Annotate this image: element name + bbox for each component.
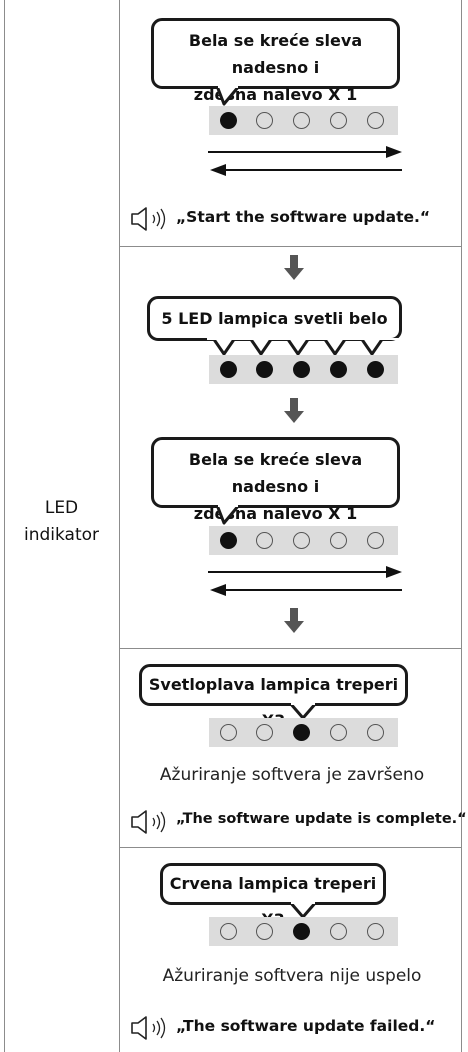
callout-step2: 5 LED lampica svetli belo bbox=[147, 296, 402, 341]
row-divider-2 bbox=[119, 648, 462, 649]
row-label: LED indikator bbox=[4, 495, 119, 549]
voice-quote-step1: „Start the software update.“ bbox=[176, 208, 431, 226]
row-divider-3 bbox=[119, 847, 462, 848]
led-2 bbox=[256, 532, 273, 549]
left-right-arrows-icon bbox=[208, 566, 402, 596]
led-5 bbox=[367, 361, 384, 378]
led-3 bbox=[293, 361, 310, 378]
led-1 bbox=[220, 532, 237, 549]
callout-step2-text: 5 LED lampica svetli belo bbox=[161, 309, 388, 328]
led-4 bbox=[330, 532, 347, 549]
callout-step1-line1: Bela se kreće sleva nadesno i bbox=[188, 31, 363, 77]
down-arrow-icon bbox=[284, 608, 304, 633]
led-strip-step3 bbox=[209, 526, 398, 555]
down-arrow-icon bbox=[284, 398, 304, 423]
row-label-line-1: LED bbox=[44, 498, 79, 518]
row-label-line-2: indikator bbox=[23, 525, 100, 545]
table-left-border bbox=[4, 0, 5, 1052]
callout-tail-step3 bbox=[215, 505, 241, 525]
led-5 bbox=[367, 724, 384, 741]
speaker-icon bbox=[131, 810, 166, 834]
led-4 bbox=[330, 112, 347, 129]
led-1 bbox=[220, 361, 237, 378]
led-5 bbox=[367, 532, 384, 549]
status-text-step4: Ažuriranje softvera je završeno bbox=[159, 765, 425, 785]
led-4 bbox=[330, 724, 347, 741]
down-arrow-icon bbox=[284, 255, 304, 280]
led-1 bbox=[220, 923, 237, 940]
speaker-icon bbox=[131, 1016, 166, 1040]
table-right-border bbox=[461, 0, 462, 1052]
callout-step1-line2: zdesna nalevo X 1 bbox=[193, 85, 358, 104]
led-strip-step4 bbox=[209, 718, 398, 747]
led-4 bbox=[330, 361, 347, 378]
led-3 bbox=[293, 724, 310, 741]
callout-tails-step2 bbox=[207, 338, 407, 356]
callout-step1: Bela se kreće sleva nadesno i zdesna nal… bbox=[151, 18, 400, 104]
led-2 bbox=[256, 724, 273, 741]
led-2 bbox=[256, 112, 273, 129]
left-right-arrows-icon bbox=[208, 146, 402, 176]
led-strip-step5 bbox=[209, 917, 398, 946]
voice-quote-step5: „The software update failed.“ bbox=[176, 1017, 436, 1035]
led-5 bbox=[367, 112, 384, 129]
row-divider-1 bbox=[119, 246, 462, 247]
callout-tail-step4 bbox=[288, 703, 318, 720]
led-3 bbox=[293, 532, 310, 549]
led-4 bbox=[330, 923, 347, 940]
voice-quote-step4: „The software update is complete.“ bbox=[176, 811, 467, 827]
callout-step3: Bela se kreće sleva nadesno i zdesna nal… bbox=[151, 437, 400, 523]
led-1 bbox=[220, 112, 237, 129]
callout-step4: Svetloplava lampica treperi X3 bbox=[139, 664, 408, 730]
callout-step3-line1: Bela se kreće sleva nadesno i bbox=[188, 450, 363, 496]
speaker-icon bbox=[131, 207, 166, 231]
callout-tail-step1 bbox=[215, 86, 241, 106]
led-3 bbox=[293, 923, 310, 940]
led-2 bbox=[256, 923, 273, 940]
led-3 bbox=[293, 112, 310, 129]
callout-step3-line2: zdesna nalevo X 1 bbox=[193, 504, 358, 523]
table-column-divider bbox=[119, 0, 120, 1052]
status-text-step5: Ažuriranje softvera nije uspelo bbox=[162, 966, 422, 986]
led-5 bbox=[367, 923, 384, 940]
led-1 bbox=[220, 724, 237, 741]
callout-step5: Crvena lampica treperi X3 bbox=[160, 863, 386, 929]
led-2 bbox=[256, 361, 273, 378]
callout-tail-step5 bbox=[288, 902, 318, 919]
led-strip-step2 bbox=[209, 355, 398, 384]
led-strip-step1 bbox=[209, 106, 398, 135]
